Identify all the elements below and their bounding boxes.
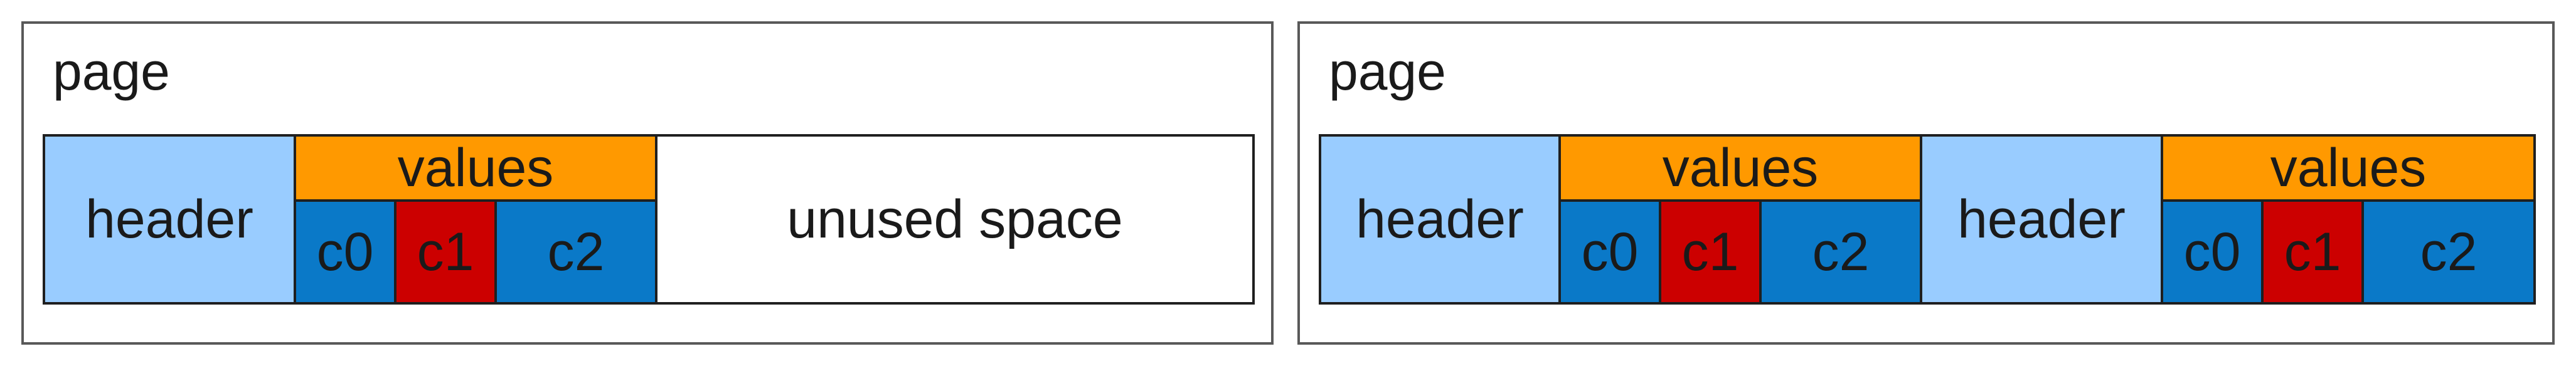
values-block: values <box>296 137 655 202</box>
column-c1: c1 <box>1661 202 1762 302</box>
values-group: values c0 c1 c2 <box>1561 137 1922 302</box>
columns-row: c0 c1 c2 <box>296 202 655 302</box>
values-block: values <box>1561 137 1920 202</box>
column-c1: c1 <box>397 202 497 302</box>
record-strip: header values c0 c1 c2 unused space <box>43 134 1255 305</box>
page-right: page header values c0 c1 c2 header value… <box>1297 21 2555 345</box>
unused-space: unused space <box>657 137 1252 302</box>
column-c1: c1 <box>2264 202 2364 302</box>
page-left: page header values c0 c1 c2 unused space <box>21 21 1274 345</box>
values-group: values c0 c1 c2 <box>2163 137 2533 302</box>
header-block: header <box>45 137 296 302</box>
header-block: header <box>1321 137 1561 302</box>
header-block: header <box>1922 137 2163 302</box>
column-c2: c2 <box>1762 202 1920 302</box>
values-block: values <box>2163 137 2533 202</box>
column-c2: c2 <box>497 202 655 302</box>
column-c0: c0 <box>2163 202 2264 302</box>
columns-row: c0 c1 c2 <box>1561 202 1920 302</box>
page-label: page <box>53 42 170 101</box>
column-c0: c0 <box>296 202 397 302</box>
column-c0: c0 <box>1561 202 1661 302</box>
column-c2: c2 <box>2364 202 2533 302</box>
values-group: values c0 c1 c2 <box>296 137 657 302</box>
record-strip: header values c0 c1 c2 header values c0 … <box>1319 134 2536 305</box>
columns-row: c0 c1 c2 <box>2163 202 2533 302</box>
page-label: page <box>1329 42 1446 101</box>
